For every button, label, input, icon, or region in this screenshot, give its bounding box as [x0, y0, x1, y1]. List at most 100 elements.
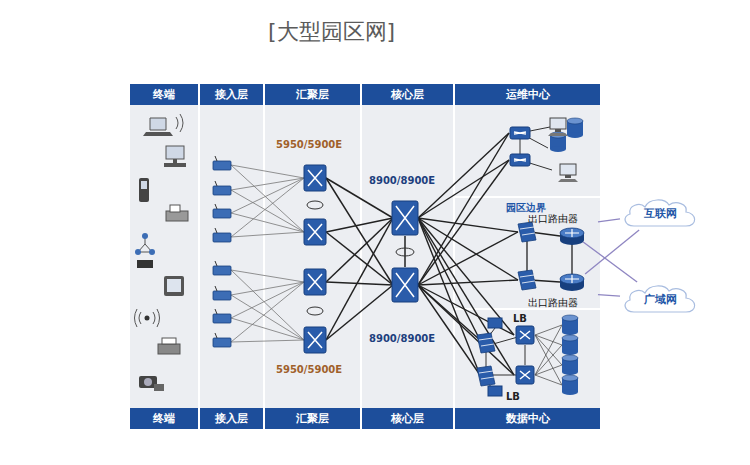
wire: [526, 240, 527, 272]
switch-body: [304, 165, 326, 191]
ap-body: [213, 314, 231, 323]
ap-body: [213, 233, 231, 242]
ap-antenna: [215, 204, 217, 209]
lb-icon: [488, 318, 502, 328]
phone: [139, 178, 149, 202]
node-text: 接入层: [215, 411, 248, 426]
desktop-monitor: [166, 146, 184, 159]
computer-icon: [558, 164, 578, 182]
storage-bottom: [567, 132, 583, 138]
wire: [418, 218, 480, 340]
storage-bottom: [562, 329, 578, 335]
column-header: 汇聚层: [265, 84, 360, 105]
ap-icon: [213, 156, 231, 170]
switch-icon: [304, 165, 326, 191]
wire: [231, 282, 304, 295]
switch-body: [516, 366, 534, 384]
wire: [231, 165, 304, 232]
wire: [535, 325, 562, 335]
wire: [231, 270, 304, 340]
device-label: 5950/5900E: [275, 364, 343, 375]
wire: [418, 218, 514, 335]
firewall-icon: [477, 366, 495, 386]
stack-ring: [307, 201, 323, 209]
ap-antenna: [215, 156, 217, 161]
stack-ring: [307, 307, 323, 315]
wifi-waves: [176, 114, 183, 132]
wire: [535, 335, 562, 385]
wire: [418, 280, 518, 285]
keyboard: [548, 133, 568, 136]
switch-arrows: [520, 331, 530, 339]
ap-icon: [213, 181, 231, 195]
firewall-icon: [518, 222, 536, 242]
ap-icon: [213, 333, 231, 347]
switch-arrows: [396, 206, 414, 230]
storage-top: [562, 355, 578, 361]
firewall-bricks: [479, 371, 494, 379]
ap-icon: [213, 286, 231, 300]
router-icon: [560, 274, 584, 291]
wire: [326, 232, 393, 285]
node-text: 数据中心: [506, 411, 550, 426]
border-panel: [455, 198, 600, 308]
switch-body: [516, 326, 534, 344]
switch-icon: [510, 154, 530, 166]
printer-paper: [162, 338, 176, 344]
ap-body: [213, 338, 231, 347]
printer-body: [158, 344, 180, 354]
cloud-shape: [625, 200, 695, 226]
ap-icon: [213, 228, 231, 242]
switch-body: [510, 127, 530, 139]
device-label: 园区边界: [505, 201, 547, 215]
wire: [231, 178, 304, 237]
wire: [535, 365, 562, 375]
switch-icon: [516, 366, 534, 384]
switch-icon: [510, 127, 530, 139]
datacenter-panel: [455, 310, 600, 408]
ap-body: [213, 186, 231, 195]
node-text: 核心层: [391, 87, 424, 102]
link-line: [585, 230, 639, 274]
camera-side: [154, 384, 164, 391]
router-icon: [560, 228, 584, 245]
switch-icon: [392, 201, 418, 235]
wire: [418, 285, 480, 340]
storage-icon: [562, 315, 578, 335]
wire: [525, 345, 526, 365]
ap-antenna: [215, 181, 217, 186]
switch-body: [304, 327, 326, 353]
switch-body: [304, 269, 326, 295]
storage-bottom: [562, 349, 578, 355]
column-ground: [130, 105, 198, 408]
storage-icon: [562, 375, 578, 395]
firewall-body: [518, 270, 536, 290]
firewall-bricks: [520, 227, 535, 235]
column-header: 汇聚层: [265, 408, 360, 429]
wire: [326, 178, 393, 285]
wire: [231, 318, 304, 340]
switch-arrows: [308, 224, 322, 240]
tablet: [164, 276, 184, 296]
firewall-body: [518, 222, 536, 242]
wire: [326, 282, 393, 285]
wire: [418, 218, 518, 232]
node-text: 汇聚层: [296, 87, 329, 102]
switch-arrows: [514, 159, 526, 161]
wire: [418, 133, 509, 285]
node-text: 广域网: [644, 292, 677, 307]
column-header: 终端: [130, 84, 198, 105]
node-text: 出口路由器: [528, 296, 578, 310]
wire: [571, 242, 572, 276]
router-arrows: [565, 275, 579, 283]
switch-arrows: [308, 332, 322, 348]
ap-icon: [213, 204, 231, 218]
link-line: [598, 219, 620, 222]
ap-antenna: [215, 286, 217, 291]
column-ground: [265, 105, 360, 408]
ap-antenna: [215, 228, 217, 233]
switch-body: [392, 201, 418, 235]
firewall-body: [477, 333, 495, 353]
